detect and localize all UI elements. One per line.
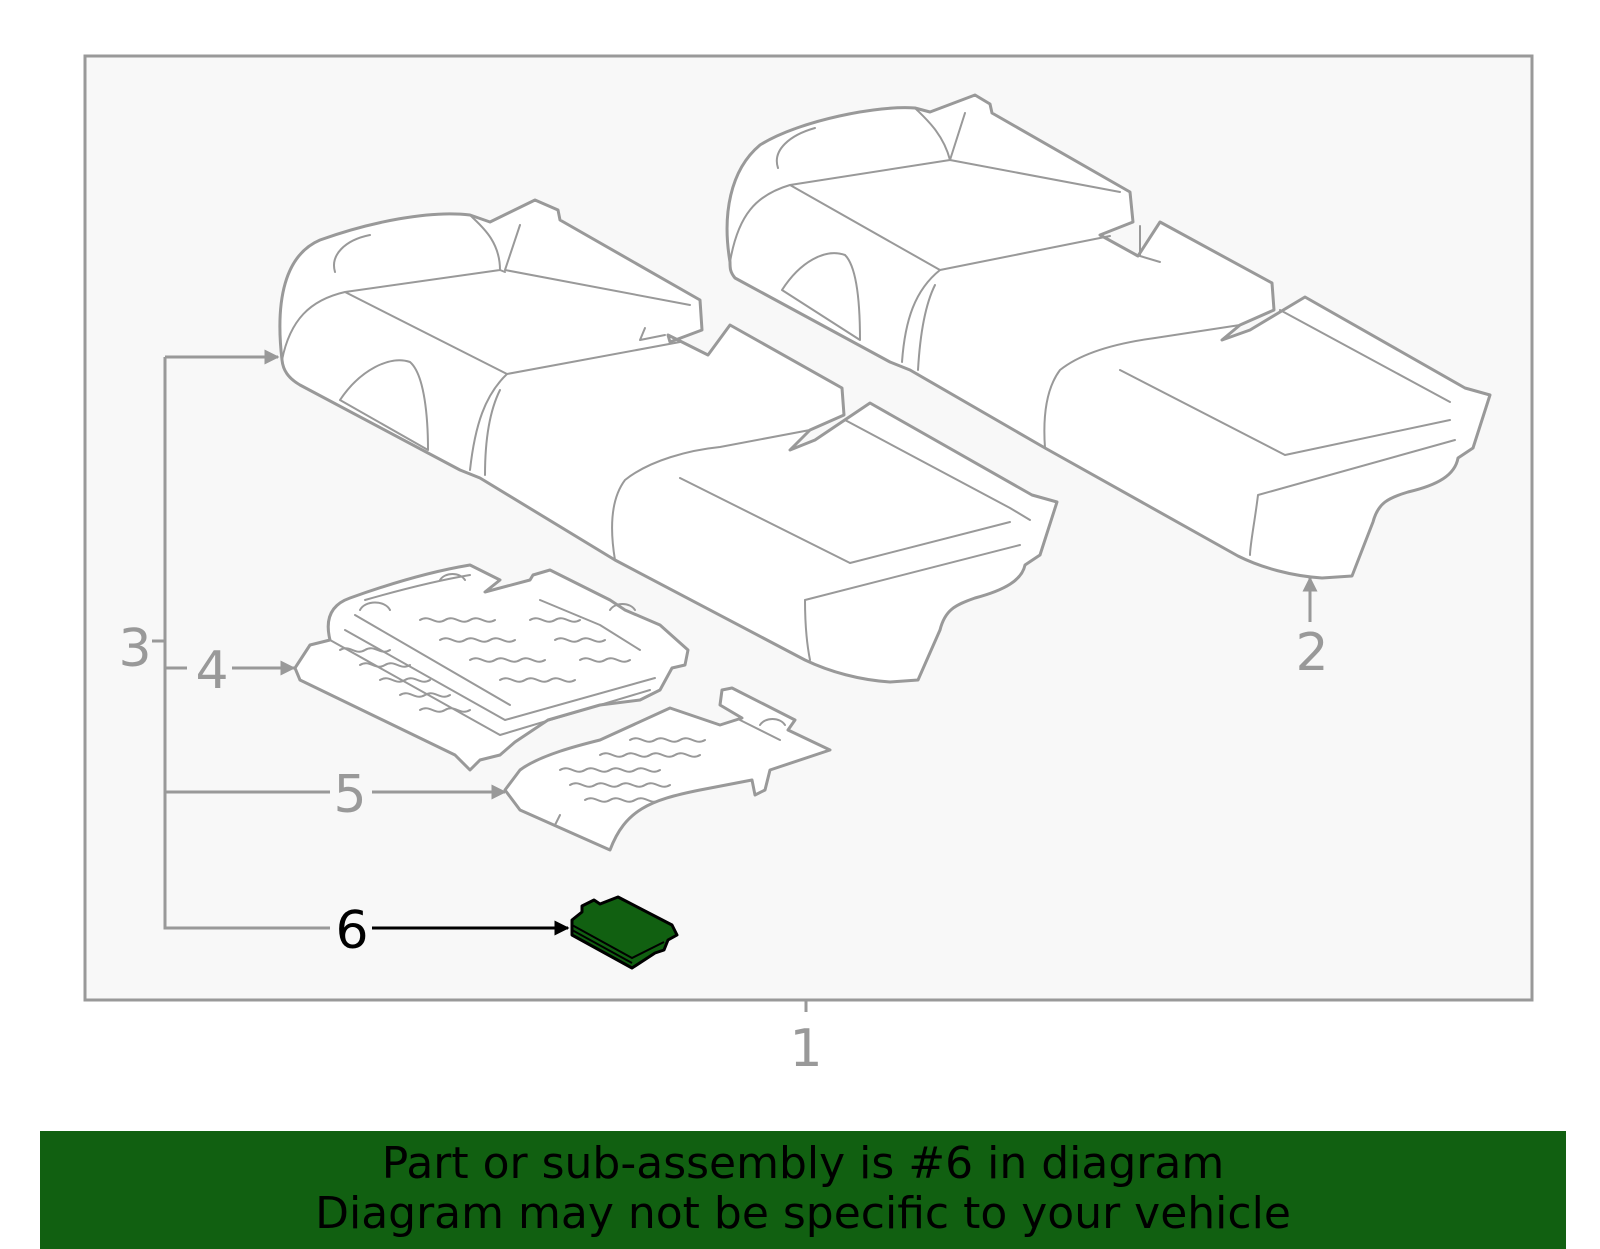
left-seat-cushion bbox=[278, 198, 1059, 684]
right-seat-cushion bbox=[725, 93, 1492, 580]
banner-line-1: Part or sub-assembly is #6 in diagram bbox=[381, 1138, 1225, 1189]
info-banner: Part or sub-assembly is #6 in diagram Di… bbox=[40, 1131, 1566, 1249]
part-6-module bbox=[570, 895, 679, 970]
seat-frame-lower bbox=[503, 686, 832, 852]
callout-6: 6 bbox=[335, 901, 368, 961]
callout-3: 3 bbox=[118, 619, 151, 679]
callout-4: 4 bbox=[195, 641, 228, 701]
callout-5: 5 bbox=[333, 765, 366, 825]
banner-line-2: Diagram may not be specific to your vehi… bbox=[315, 1188, 1291, 1239]
leader-lines bbox=[152, 349, 1318, 1012]
seat-frame-springs bbox=[293, 563, 690, 772]
callout-2: 2 bbox=[1295, 623, 1328, 683]
callout-1: 1 bbox=[789, 1019, 822, 1079]
